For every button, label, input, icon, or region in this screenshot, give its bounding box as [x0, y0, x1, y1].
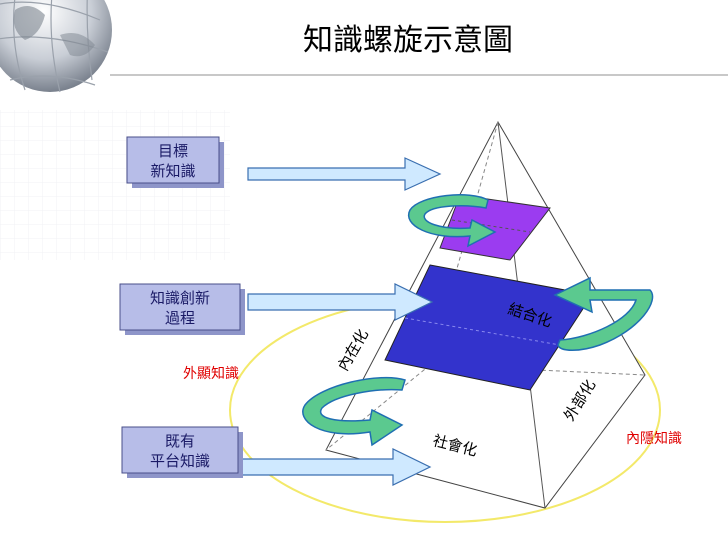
box-line: 目標 — [158, 142, 188, 160]
tacit-knowledge-label: 內隱知識 — [626, 430, 682, 447]
arrow-to-base — [235, 448, 432, 486]
cycle-arrow-right — [553, 276, 654, 351]
page-title: 知識螺旋示意圖 — [303, 23, 513, 58]
title-divider — [110, 74, 728, 76]
innovation-process-box: 知識創新 過程 — [119, 283, 245, 335]
box-line: 過程 — [165, 309, 195, 327]
spiral-cycle-arrows — [302, 194, 654, 447]
goal-new-knowledge-box: 目標 新知識 — [126, 136, 224, 188]
explicit-knowledge-label: 外顯知識 — [183, 365, 239, 382]
cycle-arrow-left — [302, 376, 406, 447]
cycle-arrow-top — [407, 194, 497, 248]
box-line: 既有 — [165, 432, 195, 450]
arrow-to-top — [247, 157, 442, 191]
input-arrows — [235, 157, 442, 486]
box-line: 知識創新 — [150, 289, 210, 307]
box-line: 平台知識 — [150, 452, 210, 470]
combination-middle-layer — [384, 264, 593, 391]
arrow-to-middle — [247, 283, 434, 321]
existing-platform-knowledge-box: 既有 平台知識 — [121, 426, 243, 478]
box-line: 新知識 — [150, 162, 195, 180]
globe-icon — [0, 0, 112, 93]
internalization-label: 內在化 — [334, 326, 372, 374]
